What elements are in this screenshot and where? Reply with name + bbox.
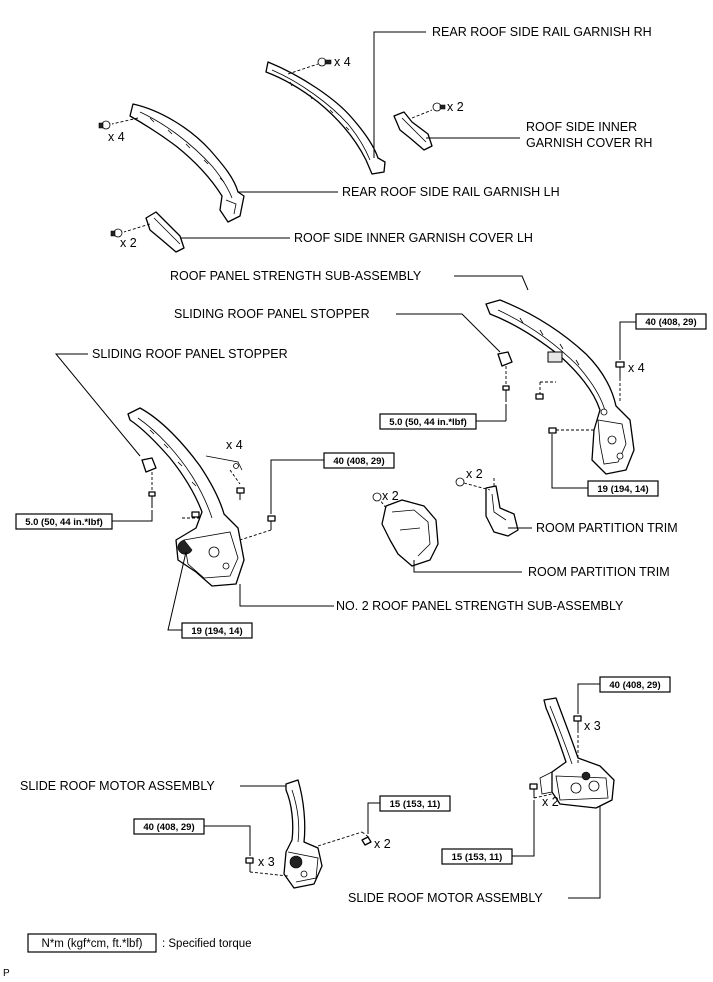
qty-clip-cover-lh: x 2 <box>120 236 137 250</box>
torque-motor-left-big: 40 (408, 29) <box>143 822 194 833</box>
torque-motor-right-bottom: 15 (153, 11) <box>452 852 503 863</box>
roof-side-inner-garnish-cover-rh-part <box>393 111 433 151</box>
label-slide-roof-motor-assembly-left: SLIDE ROOF MOTOR ASSEMBLY <box>20 779 215 793</box>
label-rear-roof-side-rail-garnish-lh: REAR ROOF SIDE RAIL GARNISH LH <box>342 185 560 199</box>
rear-roof-side-rail-garnish-rh-part <box>265 61 386 175</box>
clip-cover-rh <box>411 102 446 119</box>
bolt-strength-left-right-side <box>239 515 276 541</box>
torque-stopper-right: 5.0 (50, 44 in.*lbf) <box>389 417 467 428</box>
torque-motor-left-small: 15 (153, 11) <box>390 799 441 810</box>
torque-strength-right-bottom: 19 (194, 14) <box>597 484 648 495</box>
qty-clip-rail-rh: x 4 <box>334 55 351 69</box>
qty-bolt-motor-right-top: x 3 <box>584 719 601 733</box>
sliding-roof-panel-stopper-left-part <box>141 457 157 508</box>
bolt-strength-left <box>180 469 245 519</box>
label-roof-side-inner-garnish-cover-rh-line1: ROOF SIDE INNER <box>526 120 637 134</box>
label-roof-side-inner-garnish-cover-lh: ROOF SIDE INNER GARNISH COVER LH <box>294 231 533 245</box>
label-roof-side-inner-garnish-cover-rh-line2: GARNISH COVER RH <box>526 136 652 150</box>
torque-strength-left-bottom: 19 (194, 14) <box>191 626 242 637</box>
bolt-strength-right-lower <box>535 381 596 434</box>
room-partition-trim-lower-part <box>381 499 439 567</box>
qty-bolt-motor-left-small: x 2 <box>374 837 391 851</box>
label-room-partition-trim-upper: ROOM PARTITION TRIM <box>536 521 678 535</box>
clip-trim-lower <box>372 492 387 509</box>
qty-clip-trim-lower: x 2 <box>382 489 399 503</box>
qty-bolt-motor-left-big: x 3 <box>258 855 275 869</box>
bolt-motor-right-top <box>573 715 582 764</box>
label-rear-roof-side-rail-garnish-rh: REAR ROOF SIDE RAIL GARNISH RH <box>432 25 652 39</box>
label-room-partition-trim-lower: ROOM PARTITION TRIM <box>528 565 670 579</box>
corner-mark: P <box>3 968 10 979</box>
label-slide-roof-motor-assembly-right: SLIDE ROOF MOTOR ASSEMBLY <box>348 891 543 905</box>
torque-motor-right-top: 40 (408, 29) <box>609 680 660 691</box>
qty-clip-trim-upper: x 2 <box>466 467 483 481</box>
room-partition-trim-upper-part <box>485 485 519 537</box>
qty-bolt-strength-left: x 4 <box>226 438 243 452</box>
qty-clip-rail-lh: x 4 <box>108 130 125 144</box>
qty-clip-cover-rh: x 2 <box>447 100 464 114</box>
no2-roof-panel-strength-sub-assembly-part <box>127 407 245 587</box>
torque-strength-left-top: 40 (408, 29) <box>333 456 384 467</box>
roof-side-inner-garnish-cover-lh-part <box>145 211 185 253</box>
bolt-motor-left-big <box>245 857 289 877</box>
rear-roof-side-rail-garnish-lh-part <box>129 103 245 223</box>
legend-meaning: : Specified torque <box>162 938 252 950</box>
slide-roof-motor-assembly-left-part <box>283 779 323 889</box>
slide-roof-motor-assembly-right-part <box>539 697 615 809</box>
torque-stopper-left: 5.0 (50, 44 in.*lbf) <box>25 517 103 528</box>
sliding-roof-panel-stopper-right-part <box>497 351 513 402</box>
label-roof-panel-strength-sub-assembly: ROOF PANEL STRENGTH SUB-ASSEMBLY <box>170 269 422 283</box>
clip-rail-rh <box>287 57 332 75</box>
bolt-motor-right-bottom <box>529 783 553 799</box>
legend-unit-text: N*m (kgf*cm, ft.*lbf) <box>42 938 143 950</box>
clip-trim-upper <box>455 476 495 491</box>
clip-cover-lh <box>110 223 151 238</box>
label-sliding-roof-panel-stopper-right: SLIDING ROOF PANEL STOPPER <box>174 307 370 321</box>
torque-strength-right-top: 40 (408, 29) <box>645 317 696 328</box>
bolt-motor-left-small <box>317 831 372 847</box>
bolt-strength-right <box>615 361 625 402</box>
clip-rail-lh <box>98 117 139 130</box>
roof-panel-strength-sub-assembly-part <box>485 299 635 475</box>
legend-unit-box <box>27 933 157 953</box>
qty-bolt-motor-right-bottom: x 2 <box>542 795 559 809</box>
label-no2-roof-panel-strength-sub-assembly: NO. 2 ROOF PANEL STRENGTH SUB-ASSEMBLY <box>336 599 624 613</box>
qty-bolt-strength-right: x 4 <box>628 361 645 375</box>
label-sliding-roof-panel-stopper-left: SLIDING ROOF PANEL STOPPER <box>92 347 288 361</box>
